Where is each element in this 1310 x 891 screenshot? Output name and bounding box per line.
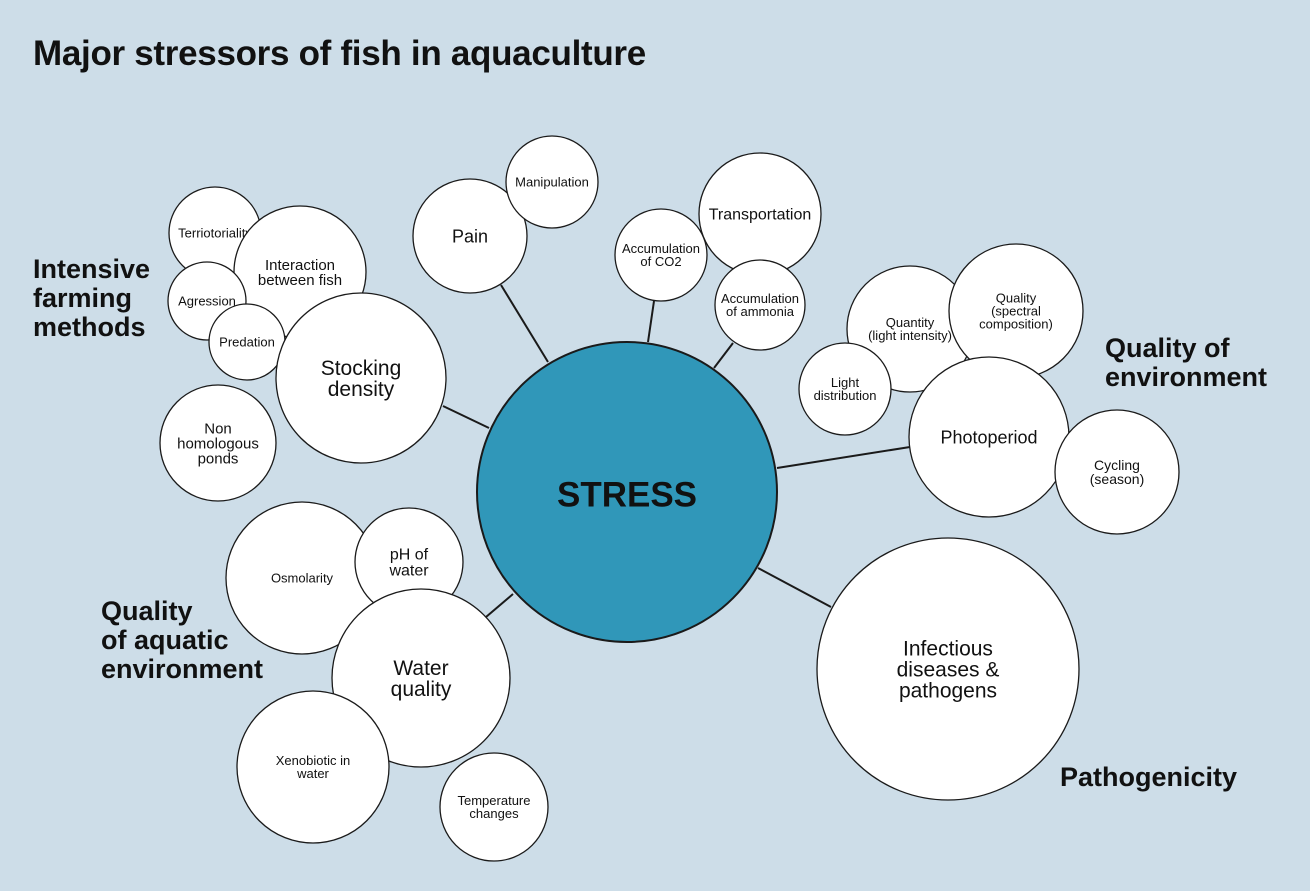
connectors xyxy=(442,284,911,618)
node-circle-xenobiotic xyxy=(236,690,390,844)
node-cycling: Cycling(season) xyxy=(1054,409,1180,535)
connector-stocking-density xyxy=(442,405,490,429)
connector-infectious xyxy=(757,567,832,608)
node-pain: Pain xyxy=(412,178,528,294)
node-circle-co2 xyxy=(614,208,708,302)
node-circle-infectious xyxy=(816,537,1080,801)
connector-pain xyxy=(500,284,549,363)
node-label-transportation: Transportation xyxy=(709,207,812,224)
node-label-quantity-light: Quantity(light intensity) xyxy=(868,315,952,343)
connector-photoperiod xyxy=(776,446,911,469)
node-label-manipulation: Manipulation xyxy=(515,175,589,190)
node-circle-temperature xyxy=(439,752,549,862)
node-circle-non-homologous xyxy=(159,384,277,502)
node-label-photoperiod: Photoperiod xyxy=(940,427,1037,447)
node-osmolarity: Osmolarity xyxy=(225,501,379,655)
node-circle-stocking-density xyxy=(275,292,447,464)
group-label-intensive-farming: Intensive farming methods xyxy=(33,254,151,342)
node-label-predation: Predation xyxy=(219,335,275,350)
node-circle-manipulation xyxy=(505,135,599,229)
group-label-quality-of-aquatic-environment: Quality of aquatic environment xyxy=(101,596,264,684)
node-circle-pain xyxy=(412,178,528,294)
connector-water-quality xyxy=(485,593,514,618)
node-circle-ammonia xyxy=(714,259,806,351)
center-label: STRESS xyxy=(557,475,697,514)
node-label-agression: Agression xyxy=(178,294,236,309)
node-transportation: Transportation xyxy=(698,152,822,276)
group-label-quality-of-environment: Quality of environment xyxy=(1105,333,1268,392)
node-predation: Predation xyxy=(208,303,286,381)
node-label-territoriality: Terriotoriality xyxy=(178,226,252,241)
node-label-cycling: Cycling(season) xyxy=(1090,457,1144,487)
center-circle xyxy=(476,341,778,643)
group-label-pathogenicity: Pathogenicity xyxy=(1060,762,1238,792)
node-circle-water-quality xyxy=(331,588,511,768)
page-title: Major stressors of fish in aquaculture xyxy=(33,34,646,73)
node-label-osmolarity: Osmolarity xyxy=(271,571,334,586)
connector-ammonia xyxy=(713,342,734,369)
node-photoperiod: Photoperiod xyxy=(908,356,1070,518)
connector-co2 xyxy=(647,300,655,343)
node-circle-light-distribution xyxy=(798,342,892,436)
node-circle-cycling xyxy=(1054,409,1180,535)
center-node: STRESS xyxy=(476,341,778,643)
node-label-pain: Pain xyxy=(452,226,488,246)
node-manipulation: Manipulation xyxy=(505,135,599,229)
